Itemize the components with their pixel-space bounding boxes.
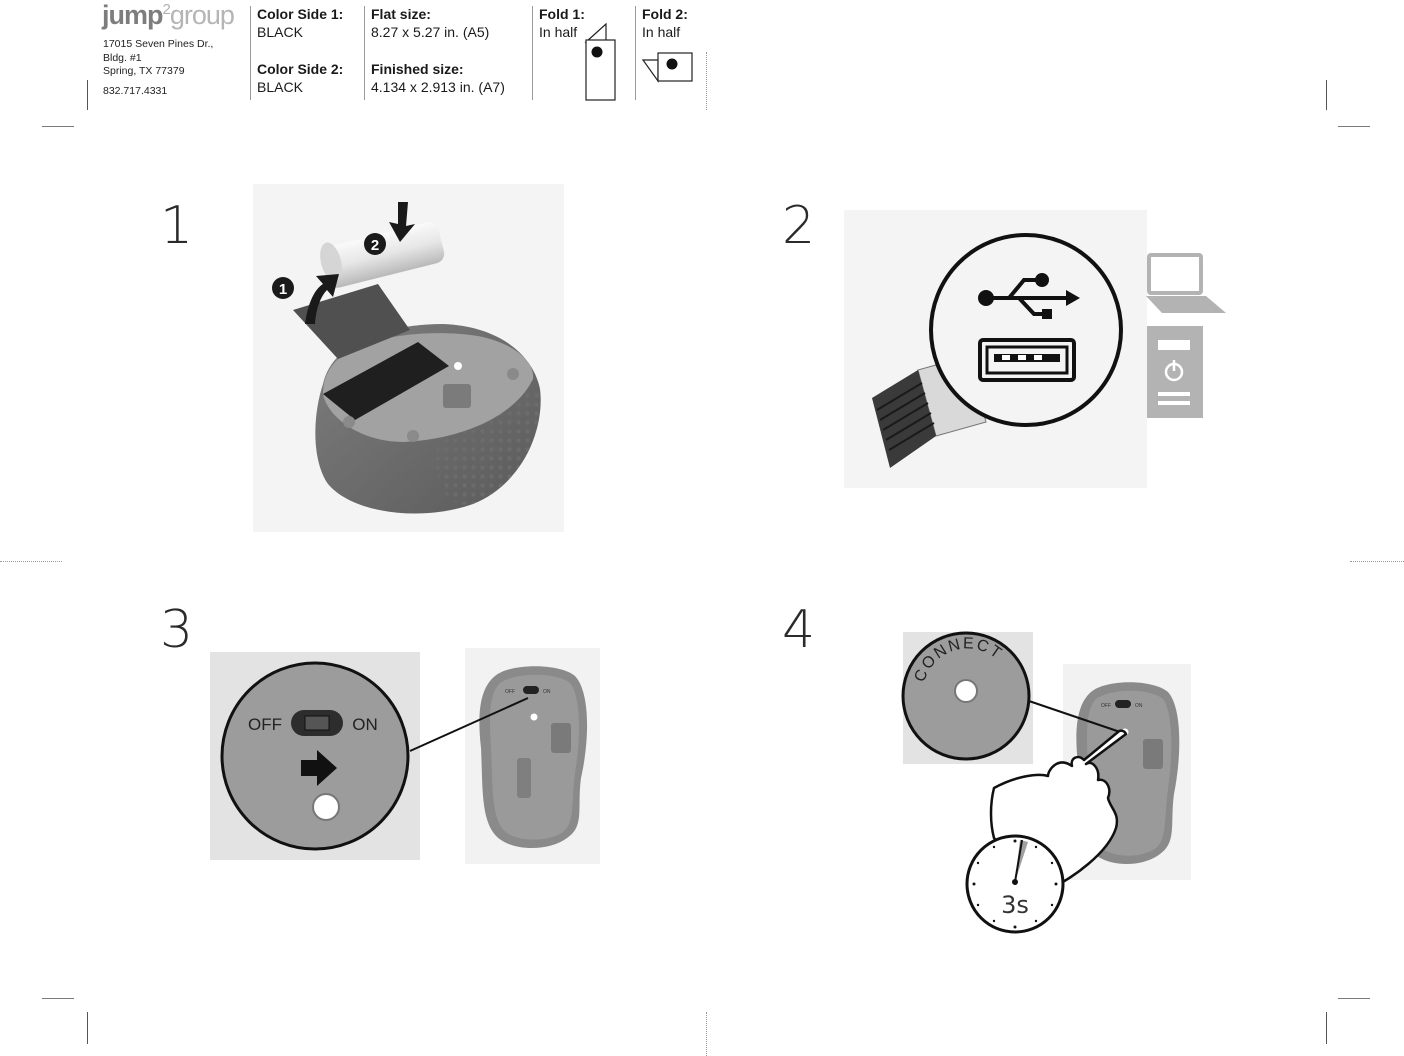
crop-mark <box>42 998 74 999</box>
step-number-2: 2 <box>782 196 816 256</box>
arrow-right-icon <box>301 750 337 786</box>
step-number-1: 1 <box>160 196 194 256</box>
step3-mouse-panel: OFF ON <box>465 648 600 864</box>
crop-mark <box>1338 998 1370 999</box>
computer-icon <box>1146 253 1226 418</box>
callout-line <box>409 697 529 752</box>
flat-size-value: 8.27 x 5.27 in. (A5) <box>371 24 490 40</box>
step-number-4: 4 <box>782 600 816 660</box>
fold-mark <box>1350 561 1404 562</box>
flat-size-label: Flat size: <box>371 6 431 22</box>
crop-mark <box>42 126 74 127</box>
crop-mark <box>1326 1012 1327 1044</box>
step-number-3: 3 <box>160 600 194 660</box>
usb-port-icon <box>978 338 1076 382</box>
step4-zoom-callout: CONNECT 3s <box>901 631 1128 934</box>
divider <box>364 6 365 100</box>
color-side-2-value: BLACK <box>257 79 303 95</box>
crop-mark <box>1326 80 1327 110</box>
on-label: ON <box>352 715 378 734</box>
crop-mark <box>87 1012 88 1044</box>
color-side-1: Color Side 1: BLACK <box>257 5 343 41</box>
fold-mark <box>706 1012 707 1056</box>
svg-text:1: 1 <box>279 281 287 298</box>
mouse-underside <box>315 324 541 514</box>
aa-battery <box>320 222 445 288</box>
fold-1-value: In half <box>539 24 578 40</box>
fold-mark <box>0 561 62 562</box>
arrow-lift-icon <box>305 274 339 324</box>
arrow-down-icon <box>389 202 415 242</box>
connect-button <box>954 679 978 703</box>
small-off-label: OFF <box>1101 703 1111 709</box>
small-off-label: OFF <box>505 689 515 695</box>
color-side-1-value: BLACK <box>257 24 303 40</box>
svg-text:2: 2 <box>371 237 379 254</box>
color-side-2-label: Color Side 2: <box>257 61 344 77</box>
fold-2-diagram-icon <box>641 52 693 83</box>
off-label: OFF <box>248 715 282 734</box>
crop-mark <box>87 80 88 110</box>
phone-number: 832.717.4331 <box>103 85 168 97</box>
fold-guide <box>706 52 707 110</box>
fold-2: Fold 2: In half <box>642 5 688 41</box>
crop-mark <box>1338 126 1370 127</box>
timer-label: 3s <box>1001 891 1029 919</box>
step3-zoom-callout: OFF ON <box>220 661 529 851</box>
jump2group-logo: jump2group <box>102 0 235 30</box>
usb-symbol-icon <box>978 273 1080 319</box>
finished-size: Finished size: 4.134 x 2.913 in. (A7) <box>371 60 505 96</box>
fold-1-diagram-icon <box>584 22 616 101</box>
small-on-label: ON <box>543 689 551 695</box>
fold-1-label: Fold 1: <box>539 6 585 22</box>
color-side-2: Color Side 2: BLACK <box>257 60 343 96</box>
divider <box>250 6 251 100</box>
address-line1: 17015 Seven Pines Dr., <box>103 38 214 50</box>
desktop-tower-icon <box>1147 326 1203 418</box>
callout-line <box>1025 699 1127 735</box>
battery-cover <box>293 284 410 359</box>
step1-illustration: 1 2 <box>253 184 564 532</box>
flat-size: Flat size: 8.27 x 5.27 in. (A5) <box>371 5 489 41</box>
address-line3: Spring, TX 77379 <box>103 65 185 77</box>
fold-2-value: In half <box>642 24 681 40</box>
usb-callout-circle <box>929 233 1123 427</box>
fold-2-label: Fold 2: <box>642 6 688 22</box>
color-side-1-label: Color Side 1: <box>257 6 344 22</box>
divider <box>635 6 636 100</box>
fold-1: Fold 1: In half <box>539 5 585 41</box>
step2-illustration <box>844 210 1147 488</box>
finished-size-value: 4.134 x 2.913 in. (A7) <box>371 79 505 95</box>
address-line2: Bldg. #1 <box>103 52 142 64</box>
connect-button <box>312 793 340 821</box>
laptop-icon <box>1146 253 1226 313</box>
zoom-circle <box>220 661 410 851</box>
small-on-label: ON <box>1135 703 1143 709</box>
divider <box>532 6 533 100</box>
finished-size-label: Finished size: <box>371 61 464 77</box>
timer-icon: 3s <box>965 834 1065 934</box>
mouse-bottom-view <box>479 666 588 849</box>
